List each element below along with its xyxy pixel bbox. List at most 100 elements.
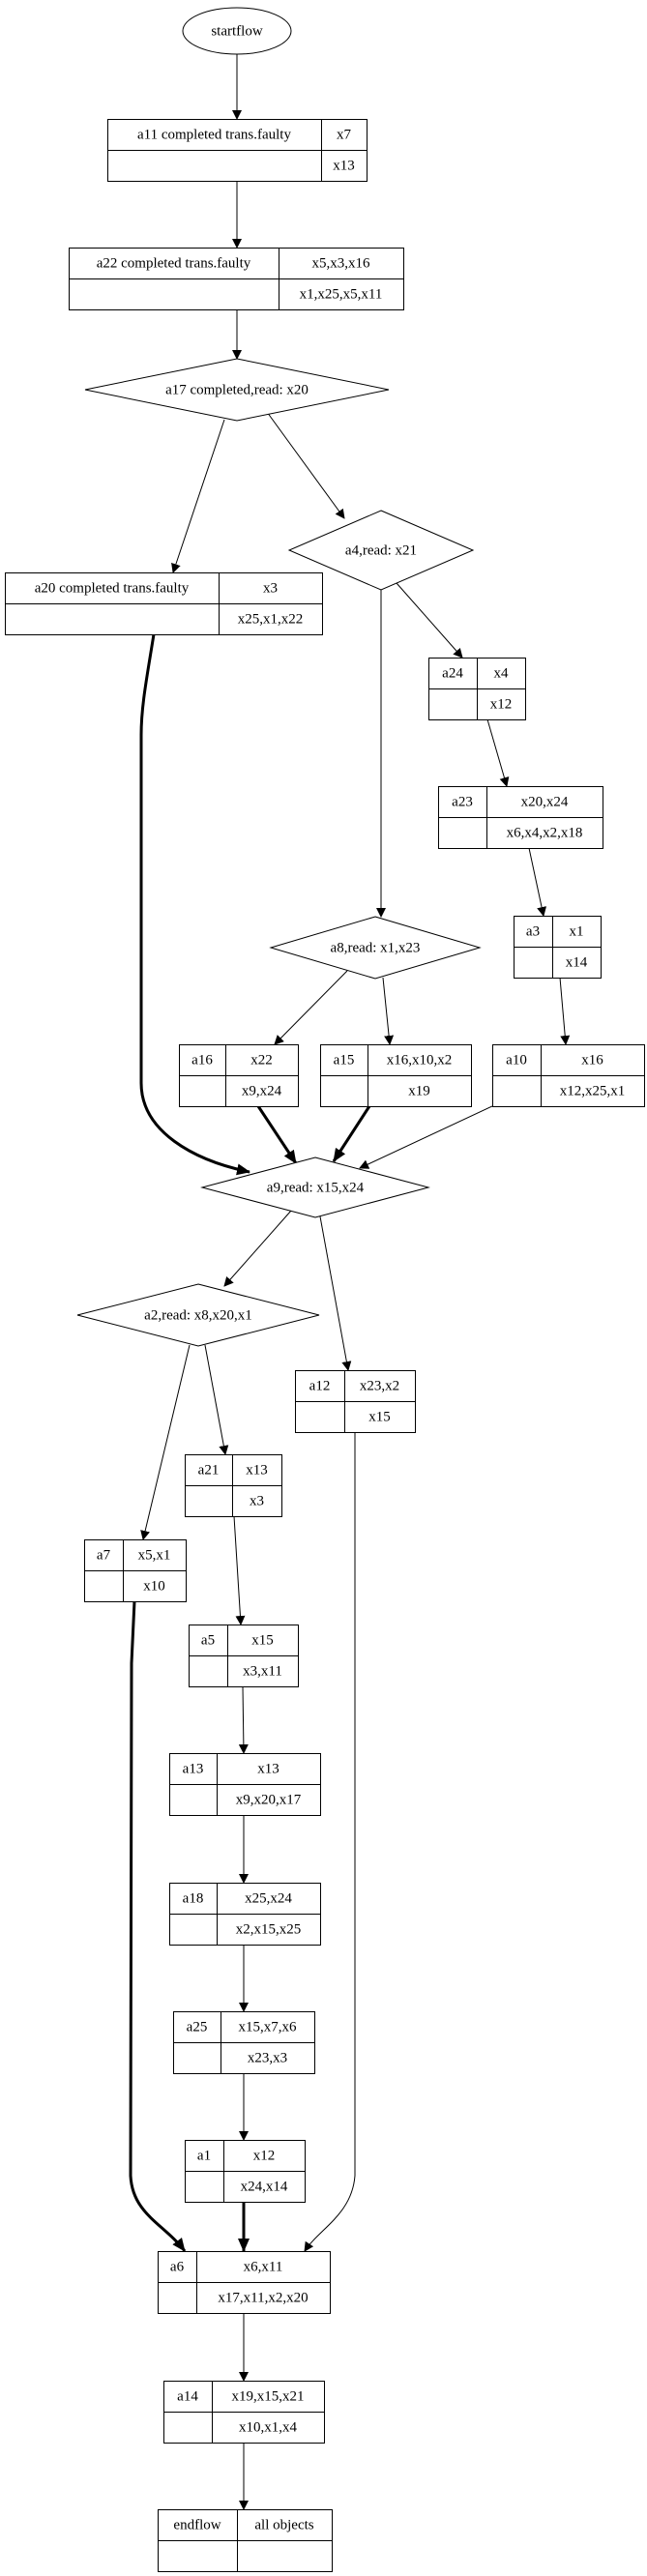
written-objects: x4 — [494, 665, 510, 681]
activity-label: a20 completed trans.faulty — [35, 580, 190, 596]
activity-label: a25 — [187, 2019, 208, 2034]
written-objects: x3 — [263, 580, 278, 596]
decision-diamond — [84, 358, 390, 422]
written-objects: x5,x1 — [138, 1547, 171, 1563]
start-ellipse — [182, 7, 292, 55]
edge-a16-to-a9 — [256, 1105, 298, 1164]
edge-a7-to-a6 — [129, 1600, 187, 2252]
activity-label: endflow — [173, 2517, 221, 2532]
node-a18: a18 x25,x24 x2,x15,x25 — [169, 1883, 321, 1946]
edge-a17-to-a4 — [266, 411, 345, 519]
read-objects: x12 — [490, 696, 513, 712]
activity-label: a5 — [201, 1632, 215, 1648]
activity-label: a18 — [183, 1890, 204, 1906]
node-a6: a6 x6,x11 x17,x11,x2,x20 — [158, 2251, 331, 2314]
edge-a3-to-a10 — [559, 977, 571, 1045]
written-objects: x6,x11 — [244, 2259, 283, 2274]
node-a24: a24 x4 x12 — [428, 658, 526, 720]
node-a3: a3 x1 x14 — [514, 916, 602, 979]
activity-label: a24 — [442, 665, 463, 681]
edge-a4-to-a24 — [396, 582, 463, 659]
node-a5: a5 x15 x3,x11 — [189, 1625, 299, 1687]
activity-label: a11 completed trans.faulty — [137, 127, 291, 142]
activity-label: a23 — [452, 794, 473, 809]
activity-label: a13 — [183, 1761, 204, 1776]
read-objects: x14 — [566, 954, 588, 970]
decision-diamond — [200, 1156, 430, 1218]
written-objects: x19,x15,x21 — [232, 2388, 305, 2404]
edge-a2-to-a7 — [140, 1344, 191, 1540]
written-objects: x22 — [250, 1052, 273, 1068]
activity-label: a6 — [170, 2259, 185, 2274]
decision-label: a8,read: x1,x23 — [331, 940, 421, 955]
read-objects: x2,x15,x25 — [236, 1921, 302, 1937]
written-objects: x16 — [581, 1052, 603, 1068]
edge-a23-to-a3 — [528, 847, 547, 917]
edge-a12-to-a6 — [304, 1432, 356, 2252]
written-objects: x5,x3,x16 — [312, 255, 371, 271]
read-objects: x9,x20,x17 — [236, 1792, 302, 1807]
decision-diamond — [287, 510, 475, 591]
read-objects: x6,x4,x2,x18 — [507, 825, 583, 840]
read-objects: x10 — [143, 1578, 165, 1594]
edge-a9-to-a12 — [319, 1215, 352, 1371]
written-objects: x20,x24 — [521, 794, 569, 809]
read-objects: x10,x1,x4 — [239, 2419, 298, 2435]
written-objects: x23,x2 — [360, 1378, 399, 1393]
read-objects: x24,x14 — [241, 2179, 288, 2194]
decision-diamond — [269, 916, 482, 980]
activity-label: a1 — [197, 2148, 211, 2163]
written-objects: x15 — [251, 1632, 274, 1648]
read-objects: x1,x25,x5,x11 — [300, 286, 383, 302]
node-a23: a23 x20,x24 x6,x4,x2,x18 — [438, 786, 603, 849]
node-endflow: endflow all objects — [158, 2509, 333, 2572]
node-a7: a7 x5,x1 x10 — [84, 1539, 187, 1602]
node-a22: a22 completed trans.faulty x5,x3,x16 x1,x2… — [69, 248, 404, 310]
edge-a5-to-a13 — [238, 1685, 249, 1754]
node-a10: a10 x16 x12,x25,x1 — [492, 1044, 645, 1107]
decision-label: a9,read: x15,x24 — [267, 1180, 365, 1195]
read-objects: x9,x24 — [242, 1083, 282, 1098]
written-objects: x15,x7,x6 — [239, 2019, 298, 2034]
activity-label: a3 — [526, 923, 540, 939]
edge-a15-to-a9 — [332, 1105, 371, 1162]
activity-label: a22 completed trans.faulty — [97, 255, 251, 271]
read-objects: x3,x11 — [243, 1663, 282, 1679]
read-objects: x19 — [408, 1083, 430, 1098]
node-a17: a17 completed,read: x20 — [84, 358, 390, 422]
activity-label: a14 — [177, 2388, 198, 2404]
decision-diamond — [76, 1283, 320, 1347]
activity-label: a7 — [97, 1547, 111, 1563]
read-objects: x17,x11,x2,x20 — [218, 2290, 308, 2305]
written-objects: x16,x10,x2 — [387, 1052, 453, 1068]
edge-a20-to-a9 — [139, 633, 250, 1176]
edge-a8-to-a16 — [274, 970, 348, 1045]
edge-a21-to-a5 — [233, 1515, 246, 1625]
node-a25: a25 x15,x7,x6 x23,x3 — [173, 2011, 315, 2074]
edge-a2-to-a21 — [204, 1344, 229, 1455]
edge-a9-to-a2 — [223, 1210, 292, 1287]
written-objects: all objects — [254, 2517, 313, 2532]
activity-label: a21 — [198, 1462, 220, 1478]
activity-label: a12 — [309, 1378, 331, 1393]
node-a4: a4,read: x21 — [287, 510, 475, 591]
read-objects: x13 — [333, 158, 355, 173]
written-objects: x13 — [246, 1462, 268, 1478]
read-objects: x12,x25,x1 — [560, 1083, 626, 1098]
written-objects: x1 — [570, 923, 584, 939]
node-a9: a9,read: x15,x24 — [200, 1156, 430, 1218]
written-objects: x25,x24 — [245, 1890, 292, 1906]
node-a12: a12 x23,x2 x15 — [295, 1370, 416, 1433]
activity-label: a10 — [506, 1052, 527, 1068]
written-objects: x12 — [253, 2148, 276, 2163]
read-objects: x15 — [368, 1409, 391, 1424]
node-a1: a1 x12 x24,x14 — [185, 2140, 306, 2203]
read-objects: x23,x3 — [248, 2050, 287, 2065]
